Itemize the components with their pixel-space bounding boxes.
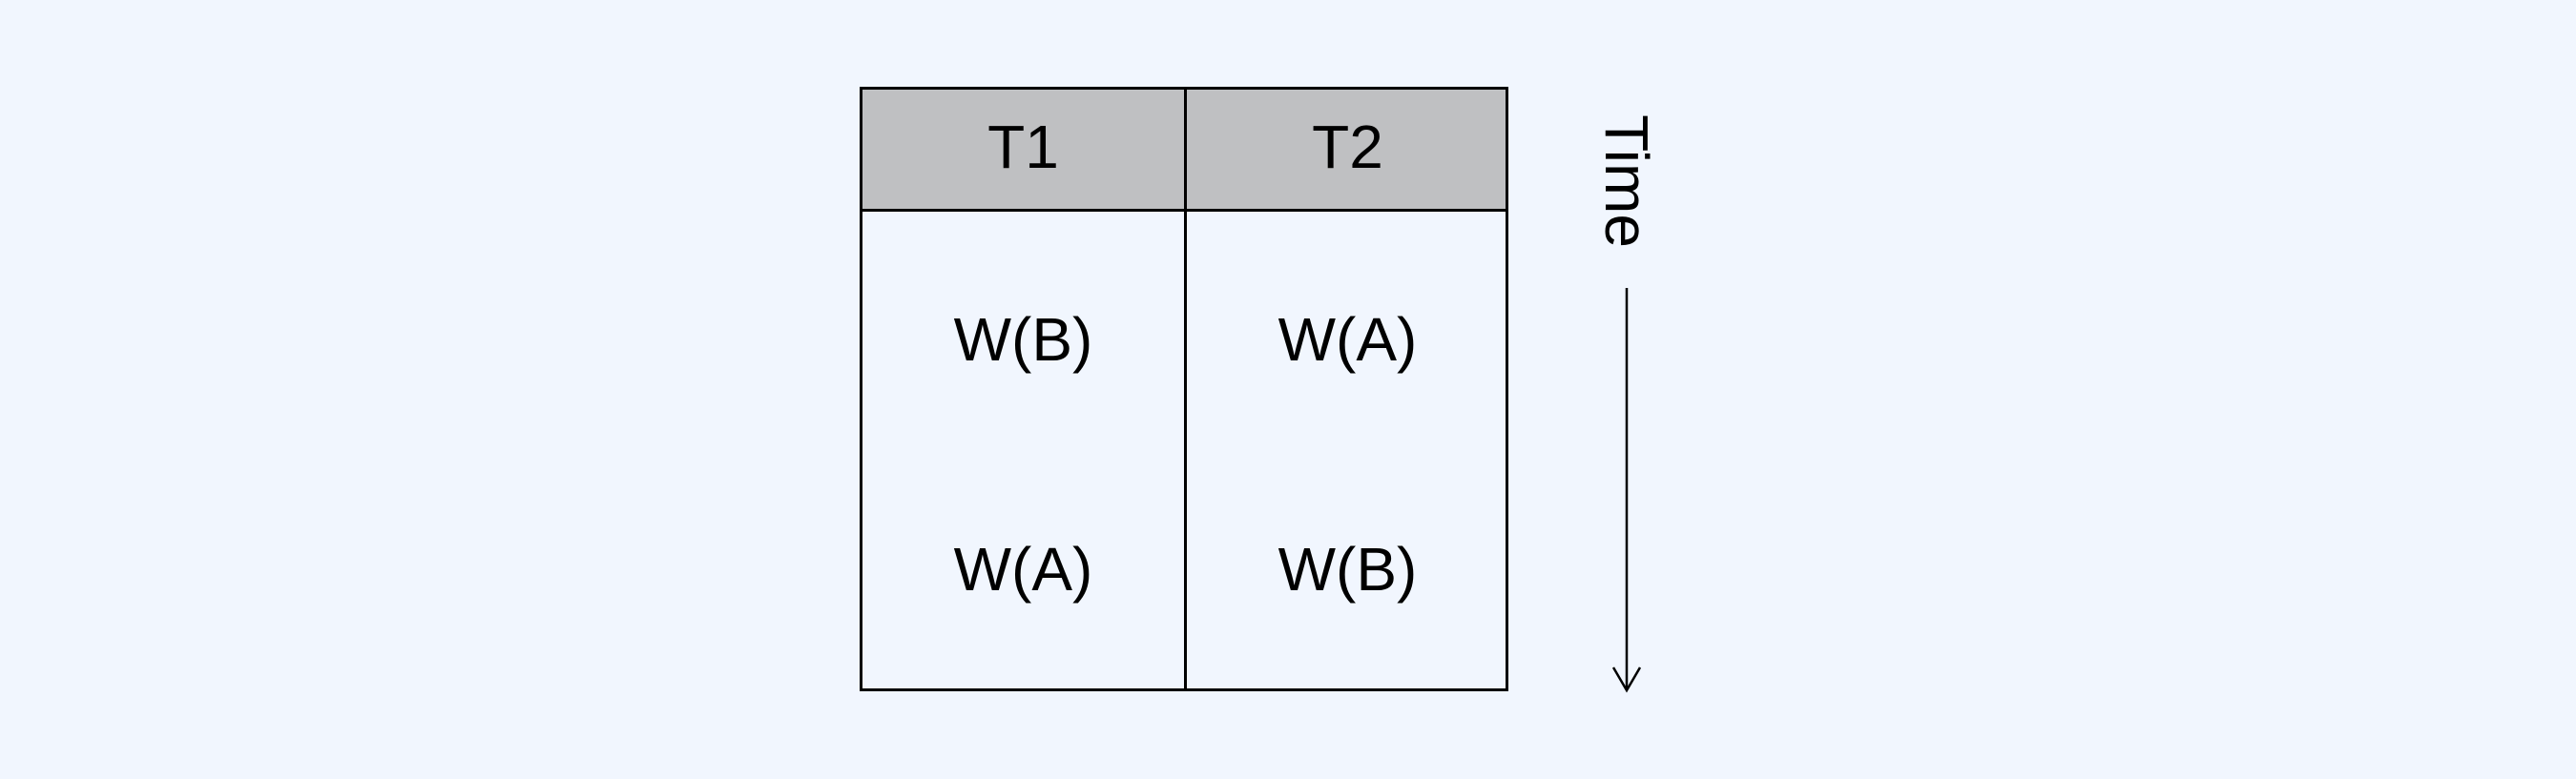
column-divider	[1184, 90, 1187, 688]
schedule-table: T1 T2 W(B) W(A) W(A) W(B)	[860, 87, 1508, 691]
time-label: Time	[1592, 114, 1661, 248]
cell-t1-row2: W(A)	[953, 535, 1093, 604]
cell-t1-row1: W(B)	[953, 305, 1093, 374]
header-t2: T2	[1312, 113, 1383, 181]
cell-t2-row2: W(B)	[1278, 535, 1418, 604]
header-t1: T1	[987, 113, 1059, 181]
cell-t2-row1: W(A)	[1278, 305, 1418, 374]
time-arrow-icon	[1611, 288, 1642, 693]
